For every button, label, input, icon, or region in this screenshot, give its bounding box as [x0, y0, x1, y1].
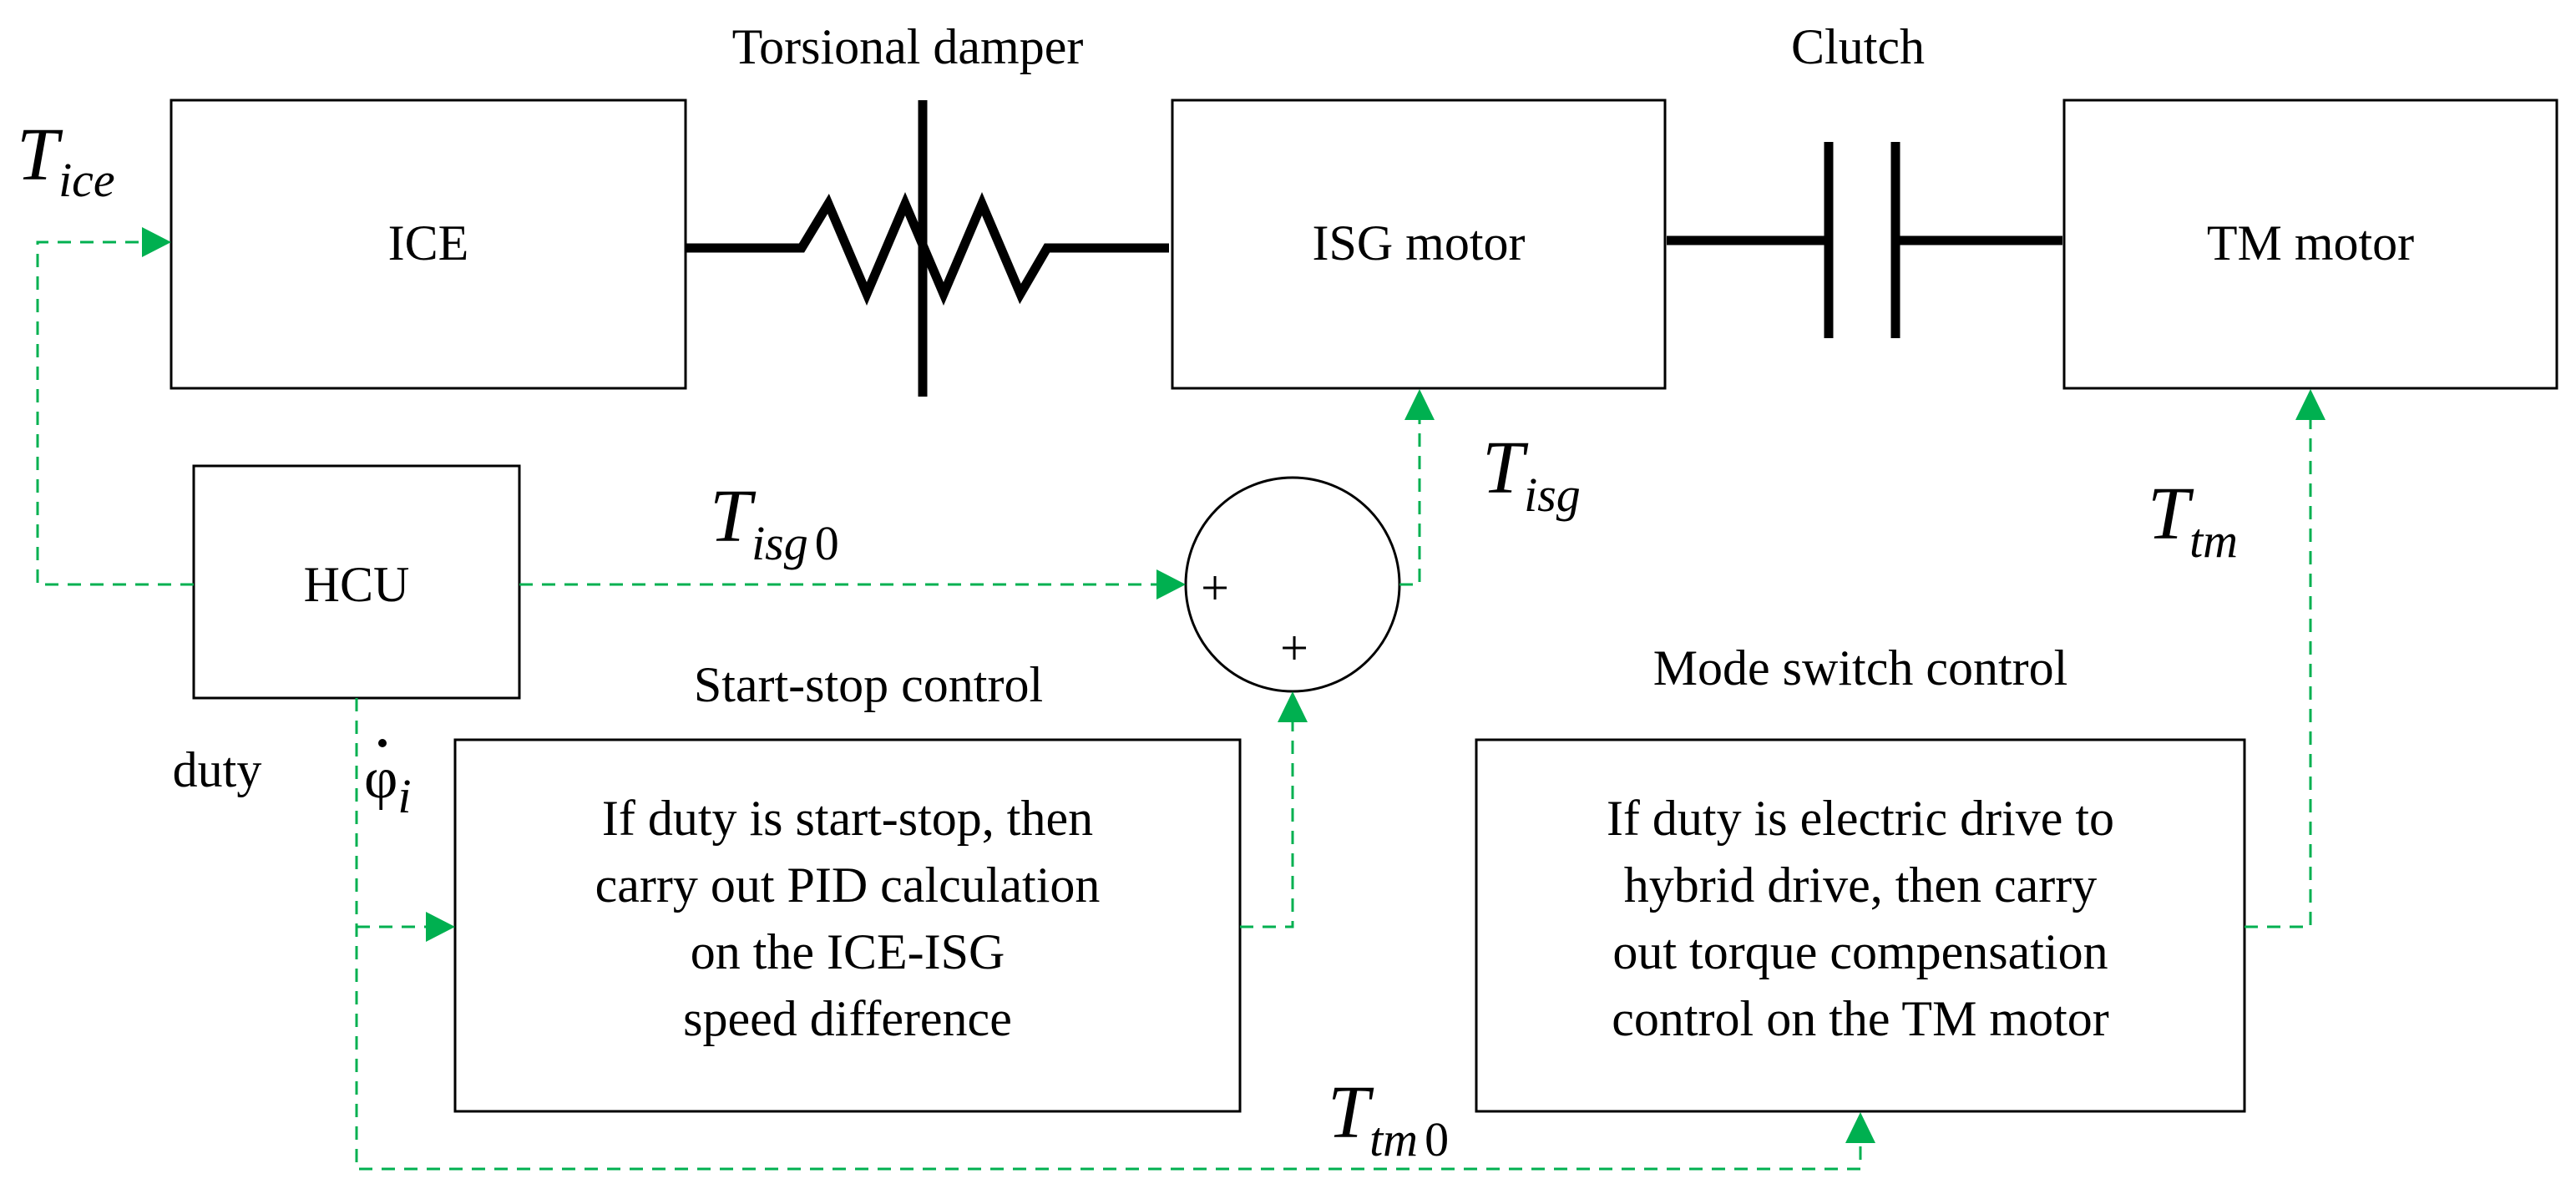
- start-stop-line-3: on the ICE-ISG: [691, 924, 1005, 979]
- isg-motor-block-label: ISG motor: [1313, 215, 1526, 271]
- duty-signal-line: [355, 698, 1862, 1171]
- isg-motor-block: ISG motor: [1171, 99, 1667, 390]
- ice-block: ICE: [170, 99, 687, 390]
- t-ice-symbol: Tice: [17, 114, 115, 207]
- mode-switch-line-2: hybrid drive, then carry: [1624, 858, 2097, 913]
- t-isg-signal-line: [1399, 417, 1421, 586]
- mode-switch-line-3: out torque compensation: [1612, 924, 2108, 979]
- tm-motor-block-label: TM motor: [2207, 215, 2414, 271]
- t-ice-signal-line: [36, 240, 194, 586]
- t-tm-arrowhead: [2295, 389, 2325, 420]
- mode-switch-control-block: If duty is electric drive to hybrid driv…: [1475, 738, 2246, 1113]
- t-isg0-arrowhead: [1156, 569, 1186, 600]
- t-tm0-arrowhead: [1845, 1112, 1875, 1143]
- summing-junction: + +: [1184, 476, 1401, 693]
- mode-switch-line-4: control on the TM motor: [1612, 991, 2109, 1046]
- start-stop-output-line: [1240, 720, 1294, 928]
- tm-motor-block: TM motor: [2062, 99, 2558, 390]
- start-stop-control-label: Start-stop control: [694, 657, 1043, 712]
- phi-dot-arrowhead: [426, 912, 455, 942]
- start-stop-output-arrowhead: [1278, 691, 1308, 722]
- hcu-block: HCU: [192, 464, 521, 700]
- start-stop-line-4: speed difference: [683, 991, 1012, 1046]
- torsional-damper-label: Torsional damper: [732, 19, 1084, 74]
- t-ice-arrowhead: [142, 227, 171, 257]
- mode-switch-line-1: If duty is electric drive to: [1607, 791, 2114, 846]
- mode-switch-control-label: Mode switch control: [1653, 640, 2068, 696]
- clutch-symbol: [1824, 142, 1900, 338]
- t-tm-signal-line: [2245, 417, 2312, 928]
- start-stop-line-2: carry out PID calculation: [595, 858, 1101, 913]
- phi-dot-overdot: [378, 739, 387, 747]
- start-stop-control-block: If duty is start-stop, then carry out PI…: [453, 738, 1242, 1113]
- phi-dot-symbol: φi: [364, 746, 412, 823]
- t-isg-symbol: Tisg: [1482, 427, 1581, 522]
- ice-block-label: ICE: [388, 215, 469, 271]
- sum-plus-bottom: +: [1280, 620, 1308, 675]
- sum-plus-left: +: [1201, 560, 1229, 615]
- duty-label: duty: [173, 742, 262, 797]
- start-stop-line-1: If duty is start-stop, then: [602, 791, 1093, 846]
- clutch-label: Clutch: [1791, 19, 1925, 74]
- t-tm-symbol: Ttm: [2148, 473, 2238, 568]
- ice-isg-shaft: [686, 191, 1169, 306]
- t-isg-arrowhead: [1404, 389, 1435, 420]
- hcu-block-label: HCU: [304, 557, 410, 612]
